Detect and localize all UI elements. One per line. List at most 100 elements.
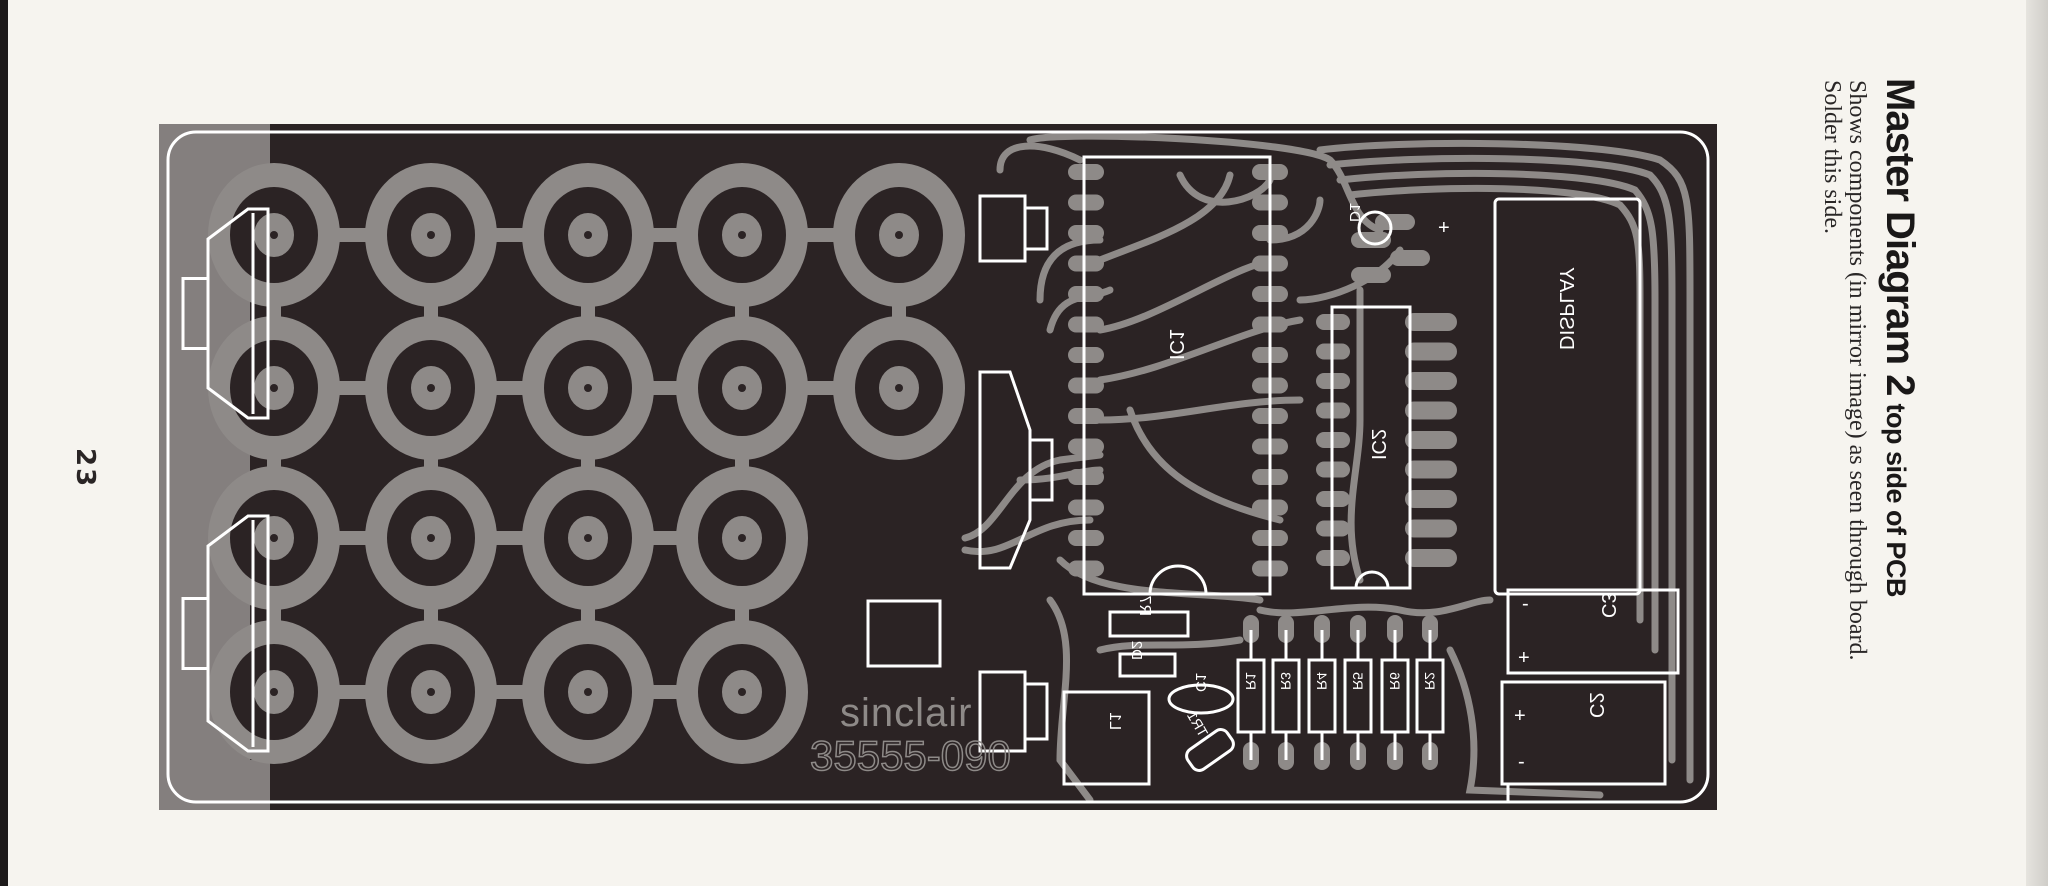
ic2-pad bbox=[1405, 313, 1457, 331]
label-r2: R2 bbox=[1422, 672, 1438, 690]
copper-trace bbox=[996, 142, 1084, 174]
copper-trace bbox=[1256, 596, 1494, 617]
silkscreen-outlines bbox=[181, 155, 1680, 802]
ic1-notch bbox=[1148, 564, 1208, 595]
label-c3-minus: - bbox=[1522, 593, 1529, 615]
board-outline bbox=[166, 130, 1710, 804]
copper-trace bbox=[1316, 139, 1694, 784]
pad bbox=[1390, 250, 1430, 266]
ic1-pad bbox=[1068, 469, 1104, 485]
copper-trace bbox=[1347, 286, 1364, 584]
title-main: Master Diagram 2 bbox=[1878, 78, 1922, 396]
switch-outline-tab bbox=[181, 597, 210, 670]
switch-outline-tab bbox=[181, 277, 210, 350]
page-number: 23 bbox=[70, 448, 100, 489]
ic2-pad bbox=[1405, 549, 1457, 567]
label-c3-plus: + bbox=[1518, 647, 1530, 669]
pad bbox=[1351, 267, 1391, 283]
key-contact-hole bbox=[738, 231, 746, 239]
key-contact-hole bbox=[738, 688, 746, 696]
description-line-2: Solder this side. bbox=[1819, 80, 1845, 234]
copper-trace bbox=[1176, 171, 1274, 206]
label-display: DISPLAY bbox=[1555, 267, 1577, 350]
copper-trace bbox=[1446, 646, 1604, 799]
label-c3: C3 bbox=[1597, 592, 1619, 618]
ic1-pad bbox=[1068, 316, 1104, 333]
resistor-pad bbox=[1243, 615, 1259, 643]
keypad-contacts bbox=[208, 163, 965, 764]
r7-outline bbox=[1108, 610, 1190, 638]
key-contact-hole bbox=[270, 231, 278, 239]
label-d2: D2 bbox=[1128, 641, 1145, 660]
key-contact-hole bbox=[270, 384, 278, 392]
label-r1: R1 bbox=[1243, 672, 1259, 690]
ic2-pad bbox=[1405, 401, 1457, 420]
key-contact-hole bbox=[738, 384, 746, 392]
c3-outline bbox=[1506, 588, 1680, 675]
copper-trace bbox=[1096, 171, 1234, 264]
label-r3: R3 bbox=[1278, 672, 1294, 690]
copper-trace bbox=[1326, 154, 1676, 764]
label-ic2: IC2 bbox=[1367, 429, 1389, 460]
resistor-pad bbox=[1387, 615, 1403, 643]
empty-pad-outline bbox=[866, 599, 942, 668]
label-r5: R5 bbox=[1350, 672, 1366, 690]
ic1-pad bbox=[1068, 164, 1104, 180]
ic1-pad bbox=[1068, 499, 1104, 516]
ic1-pad bbox=[1068, 560, 1104, 577]
d2-outline bbox=[1118, 652, 1177, 678]
brand-sinclair: sinclair bbox=[840, 691, 972, 735]
copper-trace bbox=[1096, 396, 1304, 424]
resistor-pad bbox=[1278, 615, 1294, 643]
l1-outline bbox=[1062, 690, 1151, 786]
d1-outline bbox=[1357, 210, 1393, 246]
label-ic1: IC1 bbox=[1165, 329, 1187, 360]
c1-outline bbox=[1167, 683, 1235, 715]
switch-outline bbox=[978, 370, 1032, 570]
ic2-pad bbox=[1405, 342, 1457, 361]
ic1-pad bbox=[1068, 347, 1104, 363]
key-contact-hole bbox=[427, 534, 435, 542]
page-edge-right bbox=[2026, 0, 2048, 886]
key-contact-hole bbox=[427, 231, 435, 239]
description-line-1: Shows components (in mirror image) as se… bbox=[1844, 80, 1870, 661]
switch-tab bbox=[1028, 438, 1054, 502]
ic1-pad bbox=[1068, 530, 1104, 546]
key-contact-hole bbox=[584, 688, 592, 696]
label-r6: R6 bbox=[1387, 672, 1403, 690]
key-contact-hole bbox=[895, 231, 903, 239]
title-sub: top side of PCB bbox=[1881, 403, 1911, 597]
key-contact-hole bbox=[427, 688, 435, 696]
display-outline bbox=[1493, 197, 1642, 596]
label-d1: D1 bbox=[1346, 203, 1363, 222]
resistor-pad bbox=[1314, 615, 1330, 643]
key-contact-hole bbox=[584, 384, 592, 392]
ic2-pad bbox=[1405, 490, 1457, 508]
ic1-pad bbox=[1068, 408, 1104, 424]
part-number: 35555-090 bbox=[810, 732, 1011, 779]
c2-outline bbox=[1500, 680, 1667, 786]
copper-trace bbox=[1096, 636, 1244, 654]
page-title: Master Diagram 2 top side of PCB bbox=[1877, 78, 1922, 597]
ic1-pad bbox=[1068, 225, 1104, 241]
copper-trace bbox=[1336, 169, 1659, 654]
label-l1: L1 bbox=[1106, 712, 1123, 730]
label-r7: R7 bbox=[1136, 595, 1153, 616]
label-c2: C2 bbox=[1585, 692, 1607, 718]
ic1-outline bbox=[1082, 155, 1272, 596]
key-contact-hole bbox=[427, 384, 435, 392]
ic1-pad bbox=[1068, 194, 1104, 211]
switch-outline bbox=[206, 207, 270, 420]
pad bbox=[1375, 214, 1415, 230]
ic2-pad bbox=[1405, 431, 1457, 449]
ic2-pad bbox=[1405, 460, 1457, 479]
key-contact-hole bbox=[584, 534, 592, 542]
label-r4: R4 bbox=[1314, 672, 1330, 690]
ic1-pad bbox=[1068, 377, 1104, 394]
ic2-notch bbox=[1354, 570, 1390, 589]
ic1-pad bbox=[1068, 255, 1104, 272]
switch-tab bbox=[1023, 682, 1049, 741]
copper-trace bbox=[1126, 406, 1284, 524]
resistor-pad bbox=[1422, 615, 1438, 643]
label-c1: C1 bbox=[1192, 673, 1209, 692]
